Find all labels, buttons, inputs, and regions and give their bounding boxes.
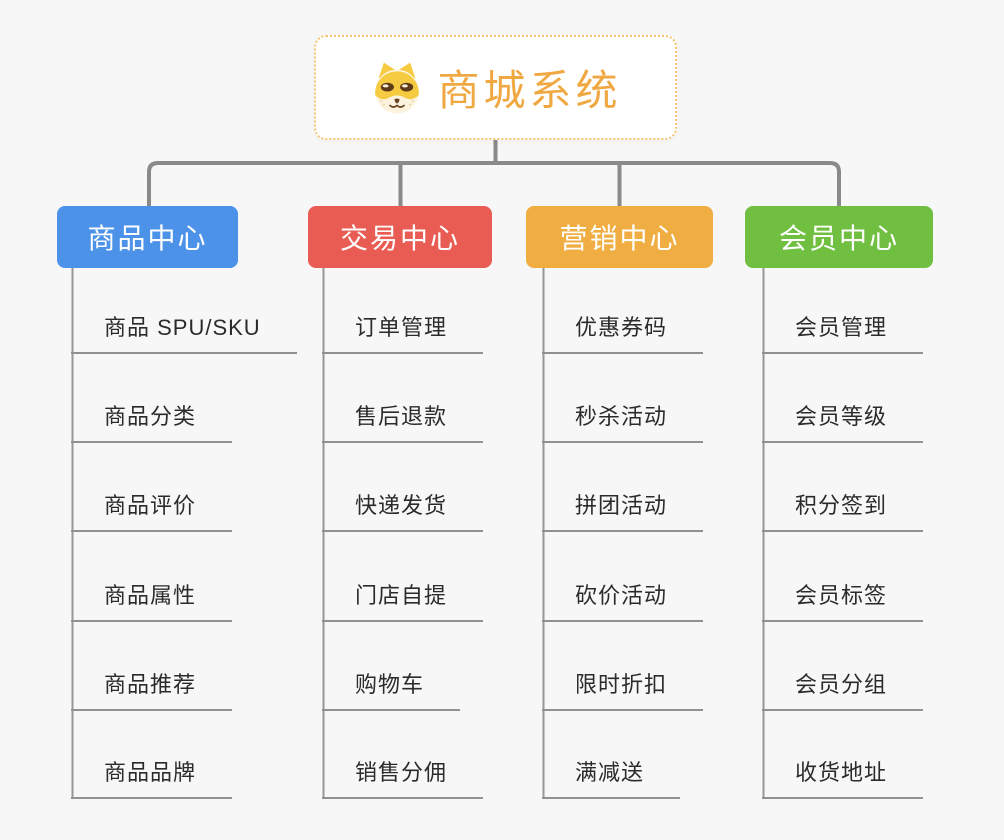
leaf-node[interactable]: 限时折扣: [542, 670, 704, 711]
leaf-node[interactable]: 快递发货: [322, 491, 484, 532]
shiba-dog-icon: [369, 60, 425, 116]
branch-label: 商品中心: [87, 223, 208, 254]
leaf-node[interactable]: 满减送: [542, 758, 681, 799]
leaf-node[interactable]: 商品推荐: [71, 670, 233, 711]
leaf-node[interactable]: 商品 SPU/SKU: [71, 313, 297, 354]
branch-label: 交易中心: [339, 223, 460, 254]
branch-label: 会员中心: [778, 223, 899, 254]
leaf-node[interactable]: 秒杀活动: [542, 402, 704, 443]
leaf-node[interactable]: 会员标签: [762, 581, 924, 622]
leaf-node[interactable]: 会员管理: [762, 313, 924, 354]
leaf-node[interactable]: 销售分佣: [322, 758, 484, 799]
leaf-node[interactable]: 门店自提: [322, 581, 484, 622]
branch-node-member-center[interactable]: 会员中心: [745, 206, 933, 268]
root-node[interactable]: 商城系统: [314, 35, 677, 140]
leaf-node[interactable]: 拼团活动: [542, 491, 704, 532]
branch-label: 营销中心: [559, 223, 680, 254]
leaf-node[interactable]: 商品品牌: [71, 758, 233, 799]
leaf-node[interactable]: 购物车: [322, 670, 461, 711]
leaf-node[interactable]: 收货地址: [762, 758, 924, 799]
leaf-node[interactable]: 会员等级: [762, 402, 924, 443]
leaf-node[interactable]: 砍价活动: [542, 581, 704, 622]
leaf-node[interactable]: 优惠券码: [542, 313, 704, 354]
leaf-node[interactable]: 订单管理: [322, 313, 484, 354]
leaf-node[interactable]: 售后退款: [322, 402, 484, 443]
leaf-node[interactable]: 商品分类: [71, 402, 233, 443]
root-title: 商城系统: [437, 67, 622, 114]
branch-node-product-center[interactable]: 商品中心: [57, 206, 238, 268]
leaf-node[interactable]: 会员分组: [762, 670, 924, 711]
branch-node-marketing-center[interactable]: 营销中心: [526, 206, 713, 268]
leaf-node[interactable]: 商品评价: [71, 491, 233, 532]
leaf-node[interactable]: 积分签到: [762, 491, 924, 532]
leaf-node[interactable]: 商品属性: [71, 581, 233, 622]
branch-node-trade-center[interactable]: 交易中心: [308, 206, 492, 268]
